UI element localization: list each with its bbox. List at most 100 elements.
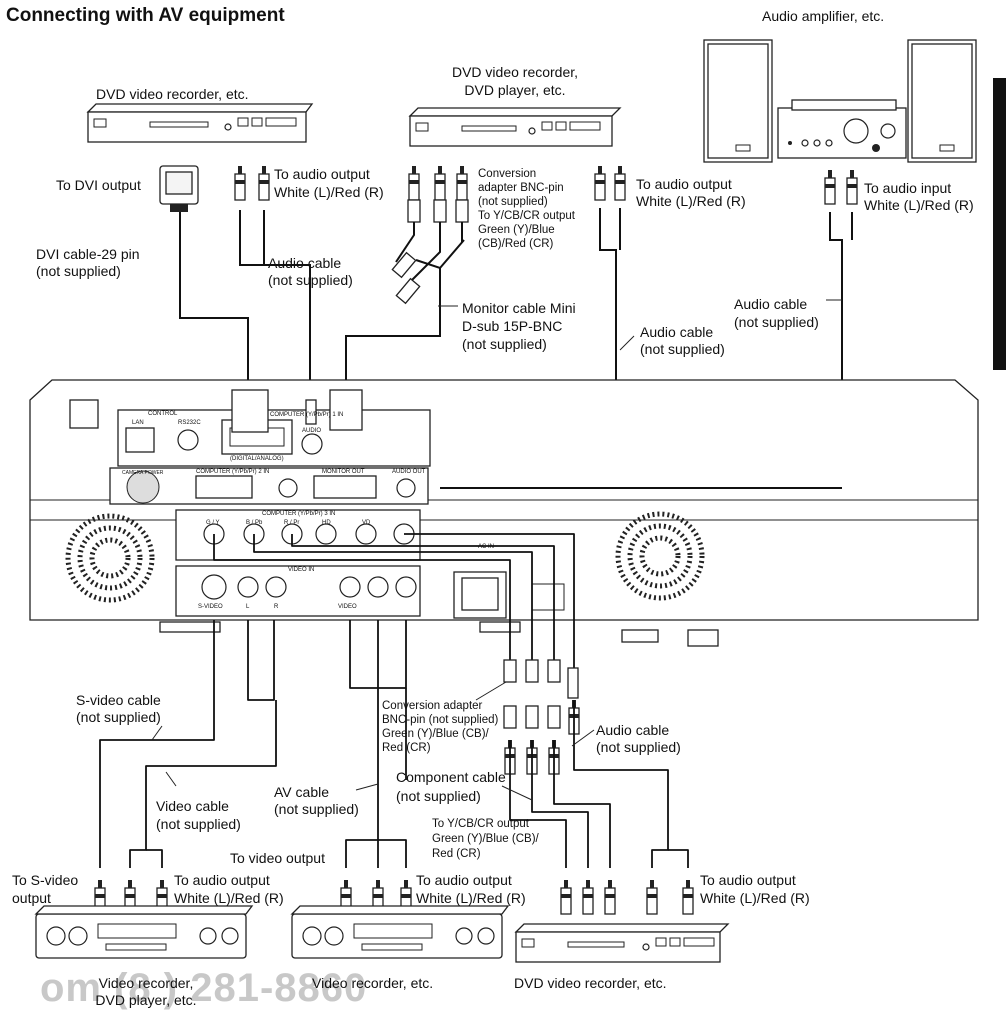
panel-bpb: B / Pb xyxy=(246,520,263,526)
device-audio-amp: Audio amplifier, etc. xyxy=(762,8,885,24)
label-audio-in-1: To audio input xyxy=(864,180,952,196)
label-audio-out-top-mid-1: To audio output xyxy=(636,176,732,192)
dvi-plug-icon xyxy=(159,165,199,212)
label-dvi-cable-1: DVI cable-29 pin xyxy=(36,246,140,262)
label-conv-bottom-4: Red (CR) xyxy=(382,742,431,754)
rca-plug-icon xyxy=(594,166,606,201)
label-conv-bottom-2: BNC-pin (not supplied) xyxy=(382,714,499,726)
panel-computer1: COMPUTER (Y/Pb/Pr) 1 IN xyxy=(270,412,344,418)
audio-cable-d xyxy=(573,700,669,868)
label-to-dvi-output: To DVI output xyxy=(56,177,141,193)
label-audio-out-br-1: To audio output xyxy=(700,872,796,888)
label-audio-out-bm-2: White (L)/Red (R) xyxy=(416,890,526,906)
rca-plug-icon xyxy=(434,166,446,201)
label-audio-cable-a-2: (not supplied) xyxy=(268,272,353,288)
panel-hd: HD xyxy=(322,520,331,526)
rca-plug-icon xyxy=(604,880,616,915)
panel-gy: G / Y xyxy=(206,520,220,526)
rca-plug-icon xyxy=(234,166,246,201)
label-audio-cable-b-1: Audio cable xyxy=(640,324,714,340)
bnc-adapters-bottom xyxy=(503,659,579,729)
rca-plug-icon xyxy=(258,166,270,201)
label-video-cable-1: Video cable xyxy=(156,798,229,814)
panel-vd: VD xyxy=(362,520,371,526)
rca-plug-icon xyxy=(582,880,594,915)
label-dvi-cable-2: (not supplied) xyxy=(36,263,121,279)
panel-video-in: VIDEO IN xyxy=(288,567,315,573)
label-conv-top-5: Green (Y)/Blue xyxy=(478,224,555,236)
component-cable-a xyxy=(509,740,567,868)
device-vcr-mid: Video recorder, etc. xyxy=(312,975,434,991)
label-audio-out-bm-1: To audio output xyxy=(416,872,512,888)
component-line-g xyxy=(213,534,511,660)
dvi-cable xyxy=(179,212,249,390)
audio-cable-d2 xyxy=(668,849,689,868)
label-audio-out-top-2: White (L)/Red (R) xyxy=(274,184,384,200)
dvd-player-top-mid-icon xyxy=(408,107,622,147)
label-monitor-cable-1: Monitor cable Mini xyxy=(462,300,576,316)
dvd-recorder-bottom-right-icon xyxy=(514,923,730,963)
panel-monitor-out: MONITOR OUT xyxy=(322,469,365,475)
label-to-svideo-2: output xyxy=(12,890,51,906)
panel-ac-in: AC IN xyxy=(478,544,495,550)
rca-plug-icon xyxy=(646,880,658,915)
label-conv-top-4: To Y/CB/CR output xyxy=(478,210,575,222)
panel-audio-out: AUDIO OUT xyxy=(392,469,426,475)
component-cable-b xyxy=(531,740,589,868)
watermark: om (8 ) 281-8860 xyxy=(40,966,368,1010)
label-audio-out-br-2: White (L)/Red (R) xyxy=(700,890,810,906)
label-audio-cable-c-1: Audio cable xyxy=(734,296,808,312)
label-av-cable-2: (not supplied) xyxy=(274,801,359,817)
panel-r: R xyxy=(274,604,279,610)
label-conv-top-2: adapter BNC-pin xyxy=(478,182,564,194)
bnc-adapters-top xyxy=(391,199,469,305)
rca-plug-icon xyxy=(456,166,468,201)
label-conv-bottom-1: Conversion adapter xyxy=(382,700,483,712)
device-dvd-bottom-right: DVD video recorder, etc. xyxy=(514,975,667,991)
label-monitor-cable-2: D-sub 15P-BNC xyxy=(462,318,563,334)
device-dvd-top-mid-2: DVD player, etc. xyxy=(464,82,566,98)
label-to-svideo-1: To S-video xyxy=(12,872,79,888)
section-tab xyxy=(993,78,1006,370)
audio-cable-a xyxy=(239,210,311,410)
av-split-l xyxy=(345,839,378,868)
panel-rs232c: RS232C xyxy=(178,420,201,426)
label-monitor-cable-3: (not supplied) xyxy=(462,336,547,352)
dvd-recorder-top-left-icon xyxy=(86,103,314,143)
audio-amplifier-icon xyxy=(703,39,977,163)
label-svideo-cable-2: (not supplied) xyxy=(76,709,161,725)
label-audio-out-bl-2: White (L)/Red (R) xyxy=(174,890,284,906)
rca-plug-icon xyxy=(560,880,572,915)
label-conv-top-3: (not supplied) xyxy=(478,196,548,208)
label-audio-cable-a-1: Audio cable xyxy=(268,255,342,271)
label-audio-out-top-mid-2: White (L)/Red (R) xyxy=(636,193,746,209)
component-line-b xyxy=(253,534,533,660)
label-component-cable-1: Component cable xyxy=(396,769,506,785)
component-cable-c xyxy=(553,740,611,868)
label-audio-cable-d-2: (not supplied) xyxy=(596,739,681,755)
av-split-r xyxy=(378,839,407,868)
panel-control: CONTROL xyxy=(148,411,178,417)
panel-svideo: S-VIDEO xyxy=(198,604,223,610)
panel-l: L xyxy=(246,604,250,610)
rca-plug-icon xyxy=(614,166,626,201)
label-ycbcr-bottom-2: Green (Y)/Blue (CB)/ xyxy=(432,833,539,845)
label-ycbcr-bottom-1: To Y/CB/CR output xyxy=(432,818,529,830)
video-cable xyxy=(129,700,277,868)
label-component-cable-2: (not supplied) xyxy=(396,788,481,804)
label-ycbcr-bottom-3: Red (CR) xyxy=(432,848,481,860)
video-recorder-left-icon xyxy=(34,905,254,959)
panel-digital-analog: (DIGITAL/ANALOG) xyxy=(230,456,284,462)
label-av-cable-1: AV cable xyxy=(274,784,329,800)
label-audio-in-2: White (L)/Red (R) xyxy=(864,197,974,213)
rca-plug-icon xyxy=(682,880,694,915)
panel-lan: LAN xyxy=(132,420,144,426)
leader-lines xyxy=(151,299,842,801)
panel-video: VIDEO xyxy=(338,604,357,610)
label-audio-cable-d-1: Audio cable xyxy=(596,722,670,738)
panel-camera-power: CAMERA POWER xyxy=(122,470,164,476)
device-vcr-left-2: DVD player, etc. xyxy=(95,992,197,1008)
video-cable-2 xyxy=(146,849,163,868)
